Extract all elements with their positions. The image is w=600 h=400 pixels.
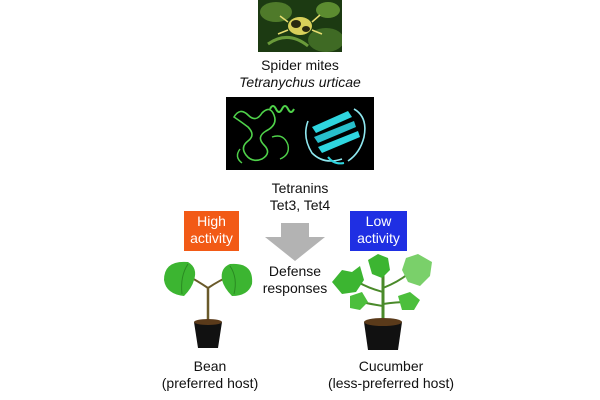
tetranins-label: Tetranins (271, 180, 329, 196)
low-activity-line1: Low (365, 213, 392, 229)
cucumber-host-description: (less-preferred host) (327, 375, 455, 391)
spider-mite-photo (258, 0, 342, 52)
organism-scientific-name: Tetranychus urticae (239, 74, 361, 90)
protein-structure-tet4 (298, 97, 374, 170)
bean-host-description: (preferred host) (161, 375, 259, 391)
bean-plant-icon (164, 261, 253, 348)
cucumber-plant-icon (332, 254, 432, 350)
low-activity-line2: activity (357, 230, 400, 246)
bean-label: Bean (193, 358, 227, 374)
defense-label: Defense (268, 263, 322, 279)
high-activity-badge: High activity (184, 211, 239, 251)
protein-structure-tet3 (226, 97, 302, 170)
low-activity-badge: Low activity (350, 211, 407, 251)
organism-common-name: Spider mites (261, 57, 339, 73)
cucumber-label: Cucumber (358, 358, 424, 374)
high-activity-line1: High (197, 213, 226, 229)
down-arrow-icon (265, 223, 325, 261)
responses-label: responses (262, 280, 328, 296)
tetranins-variants-label: Tet3, Tet4 (269, 197, 331, 213)
high-activity-line2: activity (190, 230, 233, 246)
